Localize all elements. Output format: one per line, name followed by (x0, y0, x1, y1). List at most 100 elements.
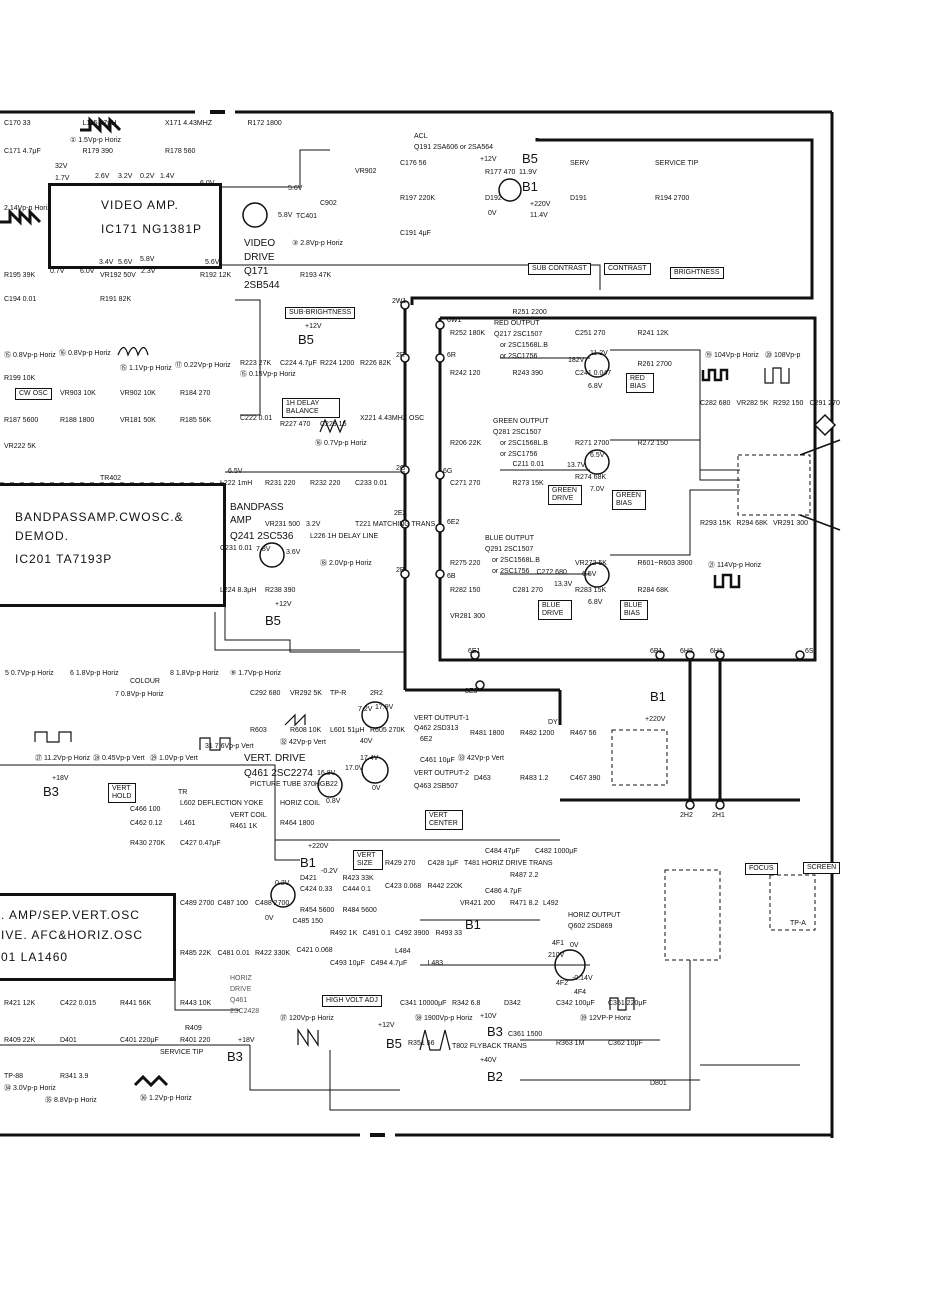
component-label: C461 10μF (420, 757, 455, 764)
component-label: SERVICE TIP (655, 160, 699, 167)
waveform-label: 6 1.8Vp-p Horiz (70, 670, 119, 677)
blue-output-2: Q291 2SC1507 (485, 546, 534, 553)
component-label: SERV (570, 160, 589, 167)
pin-voltage-label: 11.2V (590, 350, 608, 357)
red-bias-control[interactable]: RED BIAS (626, 373, 654, 393)
component-label: C423 0.068 (385, 883, 422, 891)
blue-output-3: or 2SC1568L.B (492, 557, 540, 564)
pin-voltage-label: 17.9V (375, 704, 394, 711)
sync-title-2: IVE. AFC&HORIZ.OSC (1, 928, 144, 942)
video-drive-label-2: DRIVE (244, 252, 275, 263)
blue-drive-control[interactable]: BLUE DRIVE (538, 600, 572, 620)
green-bias-control[interactable]: GREEN BIAS (612, 490, 646, 510)
pin-voltage-label: 3.6V (286, 549, 301, 556)
component-label: R185 56K (180, 416, 212, 424)
component-label: VR291 300 (773, 520, 809, 527)
cw-osc-control[interactable]: CW OSC (15, 388, 52, 400)
video-drive-label-4: 2SB544 (244, 280, 280, 291)
focus-control[interactable]: FOCUS (745, 863, 778, 875)
component-label: C272 680 (536, 569, 567, 576)
pin-voltage-label: 16.8V (317, 770, 336, 777)
component-label: C281 270 (512, 586, 543, 594)
component-label: R274 68K (575, 474, 607, 481)
component-label: R197 220K (400, 195, 436, 202)
connector-label: 2G (396, 465, 406, 472)
brightness-control[interactable]: BRIGHTNESS (670, 267, 724, 279)
ic171-video-amp: VIDEO AMP. IC171 NG1381P (48, 183, 222, 269)
waveform-label: ⑯ 0.7Vp-p Horiz (315, 440, 367, 447)
colour-control-label: COLOUR (130, 678, 160, 685)
component-label: R442 220K (427, 883, 463, 891)
connector-label: 3E3 (465, 688, 478, 695)
component-label: R483 1.2 (520, 775, 549, 782)
red-output-1: RED OUTPUT (494, 320, 540, 327)
component-label: C489 2700 (180, 900, 215, 907)
component-label: C428 1μF (427, 860, 459, 867)
pin-voltage-label: 0.2V (140, 173, 155, 180)
component-label: R421 12K (4, 1000, 36, 1007)
connector-label: 6E1 (468, 648, 481, 655)
component-label: R283 15K (575, 586, 607, 594)
sub-contrast-control[interactable]: SUB CONTRAST (528, 263, 591, 275)
component-label: R484 5600 (342, 906, 377, 914)
waveform-label: ⑱ 2.0Vp-p Horiz (320, 560, 372, 567)
waveform-label: ⑨ 1.7Vp-p Horiz (230, 670, 282, 677)
component-label: R199 10K (4, 375, 36, 382)
waveform-label: ㉝ 42Vp-p Vert (458, 755, 504, 762)
waveform-label: ㊱ 1.2Vp-p Horiz (140, 1095, 192, 1102)
acl-label-2: Q191 2SA606 or 2SA564 (414, 144, 494, 151)
component-label: C484 47μF (485, 848, 520, 855)
green-drive-control[interactable]: GREEN DRIVE (548, 485, 582, 505)
component-label: R251 2200 (512, 309, 547, 316)
component-label: L226 1H DELAY LINE (310, 533, 379, 541)
rail-b1: B1 (522, 179, 538, 194)
component-label: R226 82K (360, 360, 392, 367)
component-label: R184 270 (180, 390, 211, 397)
blue-output-1: BLUE OUTPUT (485, 535, 535, 542)
component-label: R493 33 (435, 930, 462, 937)
component-label: R243 390 (512, 370, 543, 377)
pin-voltage-label: 32V (55, 163, 68, 170)
component-label: R294 68K (736, 520, 768, 527)
delay-balance-control[interactable]: 1H DELAY BALANCE (282, 398, 340, 418)
rail-b3: B3 (487, 1024, 503, 1039)
high-volt-adj-control[interactable]: HIGH VOLT ADJ (322, 995, 382, 1007)
contrast-control[interactable]: CONTRAST (604, 263, 651, 275)
component-label: C282 680 (700, 400, 731, 407)
vert-size-control[interactable]: VERT SIZE (353, 850, 383, 870)
red-output-4: or 2SC1756 (500, 353, 538, 360)
arrow-label: SERVICE TIP (160, 1049, 204, 1056)
vert-hold-control[interactable]: VERT HOLD (108, 783, 136, 803)
pin-voltage-label: 6.5V (590, 452, 605, 459)
connector-label: 6B1 (650, 648, 663, 655)
component-label: C341 10000μF (400, 1000, 447, 1007)
component-label: R241 12K (637, 330, 669, 337)
component-label: C362 10μF (608, 1040, 643, 1047)
rail-b5: B5 (298, 332, 314, 347)
component-label: R224 1200 (320, 360, 355, 367)
component-label: C171 4.7μF (4, 147, 41, 155)
pin-voltage-label: 17.0V (345, 765, 364, 772)
rail-b3: B3 (43, 784, 59, 799)
rail-b1: B1 (650, 689, 666, 704)
bandpass-part: IC201 TA7193P (15, 552, 113, 566)
pin-voltage-label: 40V (360, 738, 373, 745)
component-label: C291 270 (809, 400, 840, 407)
waveform-label: ⑮ 0.15Vp-p Horiz (240, 371, 296, 378)
component-label: HORIZ COIL (280, 800, 321, 807)
component-label: VR231 500 (265, 521, 301, 529)
arrow-label: TC401 (296, 213, 318, 220)
rail-b2: B2 (487, 1069, 503, 1084)
vert-center-control[interactable]: VERT CENTER (425, 810, 463, 830)
waveform-label: 7 0.8Vp-p Horiz (115, 691, 164, 698)
sub-brightness-control[interactable]: SUB-BRIGHTNESS (285, 307, 356, 319)
component-label: L115 47μH (82, 120, 117, 127)
component-label: VR902 10K (120, 390, 156, 397)
component-label: T481 HORIZ DRIVE TRANS (464, 860, 553, 867)
screen-control[interactable]: SCREEN (803, 862, 841, 874)
pin-voltage-label: 2.3V (141, 268, 156, 275)
pin-voltage-label: 0.8V (326, 798, 341, 805)
component-label: R342 6.8 (452, 1000, 481, 1007)
blue-bias-control[interactable]: BLUE BIAS (620, 600, 648, 620)
waveform-label: 8 1.8Vp-p Horiz (170, 670, 219, 677)
